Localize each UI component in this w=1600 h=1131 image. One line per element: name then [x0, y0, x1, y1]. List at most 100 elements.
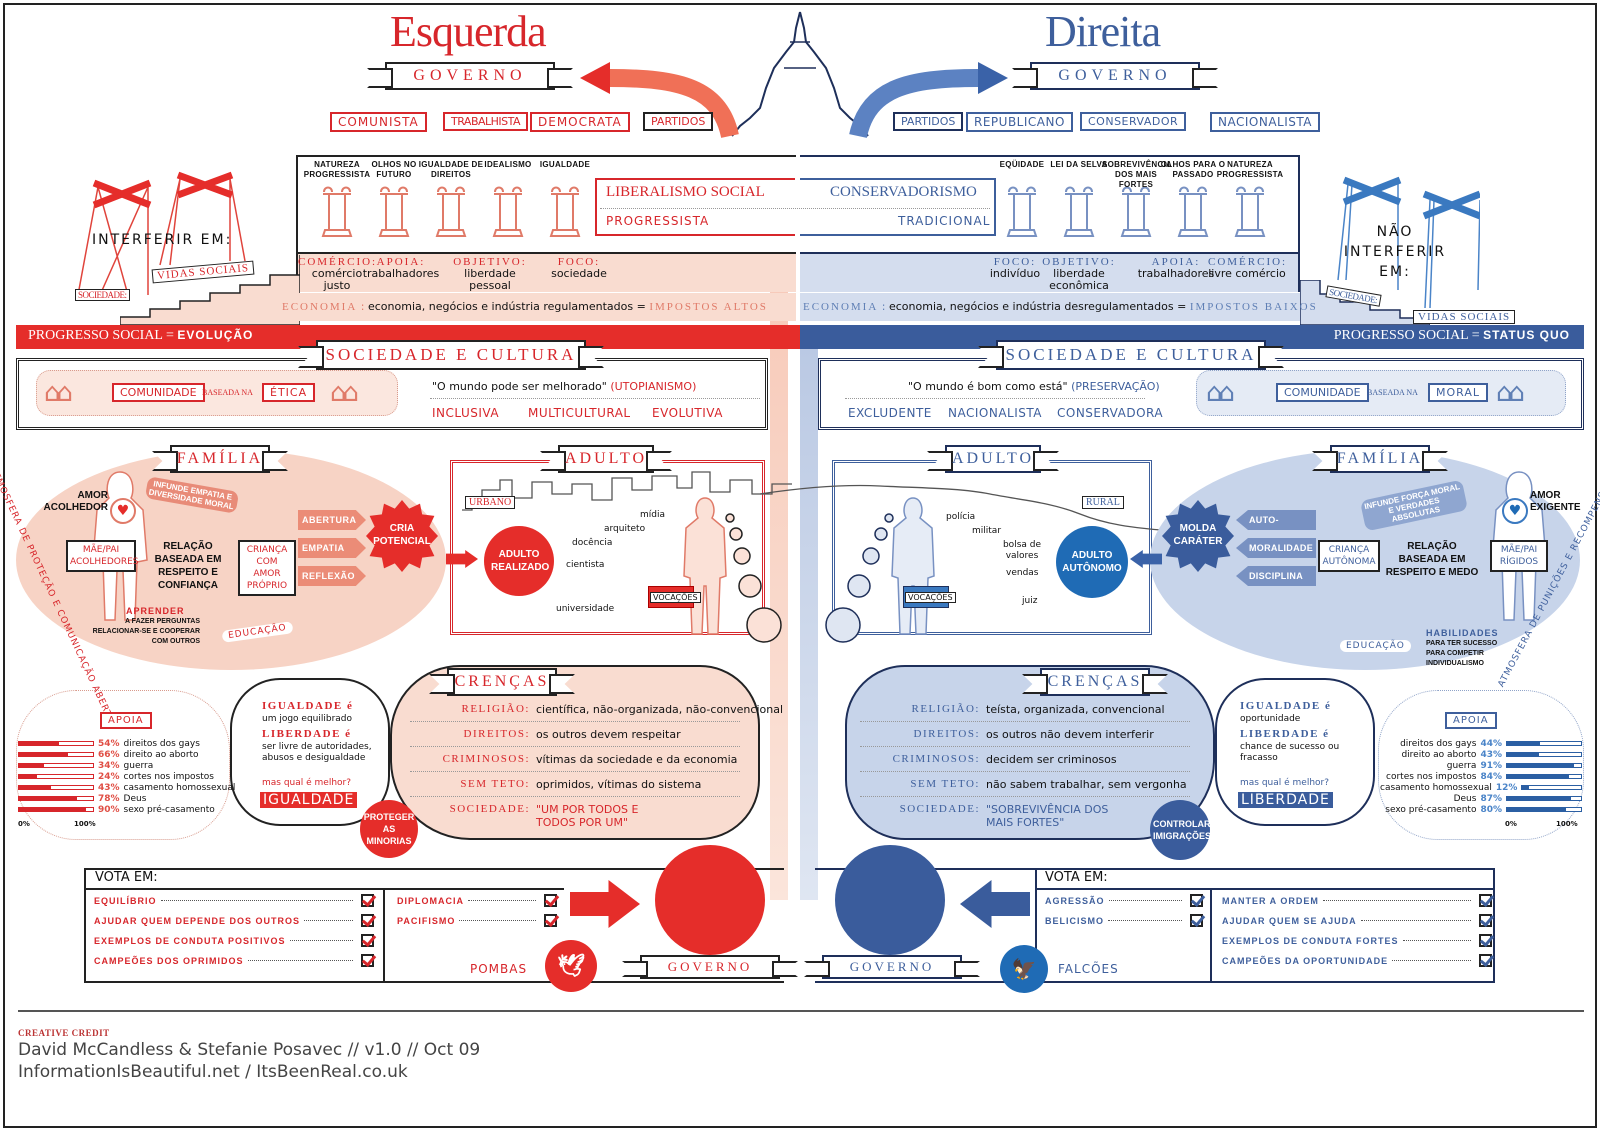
right-bird-label: FALCÕES [1058, 962, 1119, 976]
left-vote-label: CAMPEÕES DOS OPRIMIDOS [94, 955, 244, 966]
left-belief-row: CRIMINOSOS:vítimas da sociedade e da eco… [420, 753, 738, 766]
left-interfere-label: INTERFERIR EM: [92, 232, 233, 248]
right-vote-checkbox [1479, 954, 1492, 967]
left-support-bar-track [18, 807, 94, 812]
right-vote-item: BELICISMO [1045, 914, 1203, 927]
left-belief-row: SEM TETO:oprimidos, vítimas do sistema [420, 778, 701, 791]
right-vote-label: BELICISMO [1045, 915, 1105, 926]
left-lib-val: ser livre de autoridades, abusos e desig… [262, 742, 372, 763]
left-support-pct: 34% [98, 760, 120, 771]
right-family-arrow: MORALIDADE [1236, 538, 1316, 558]
left-adult-result-text: ADULTO REALIZADO [491, 549, 550, 573]
left-society-trait-3: EVOLUTIVA [652, 406, 723, 420]
right-trait: COMÉRCIO:livre comércio [1208, 256, 1286, 280]
left-trait-key: FOCO: [557, 256, 601, 268]
right-belief-key: SOCIEDADE: [899, 803, 980, 815]
right-quote-divider [845, 398, 1145, 399]
left-eq-key: IGUALDADE é [262, 700, 354, 712]
left-partidos-label: PARTIDOS [643, 112, 714, 131]
right-vote-title: VOTA EM: [1045, 870, 1108, 885]
right-traits-band [800, 252, 1300, 292]
left-support-row: 90%sexo pré-casamento [18, 805, 215, 815]
left-center-band [770, 260, 788, 900]
left-pillar-label: OLHOS NO FUTURO [371, 160, 417, 179]
left-trait: COMÉRCIO:comércio justo [298, 256, 376, 292]
right-pillar-icon [1062, 186, 1096, 238]
right-belief-row: SOCIEDADE:"SOBREVIVÊNCIA DOS MAIS FORTES… [870, 803, 1126, 829]
right-vote-dots [1392, 960, 1471, 961]
left-economy-key: ECONOMIA [282, 301, 358, 313]
left-vote-checkbox [361, 914, 374, 927]
right-belief-row: DIREITOS:os outros não devem interferir [870, 728, 1154, 741]
left-belief-row: SOCIEDADE:"UM POR TODOS E TODOS POR UM" [420, 803, 676, 829]
left-support-bar-fill [19, 775, 37, 778]
right-beliefs-badge-text: CONTROLAR IMIGRAÇÕES [1153, 819, 1212, 841]
left-trait-key: APOIA: [376, 256, 426, 268]
left-pillar-icon [377, 186, 411, 238]
left-support-pct: 43% [98, 782, 120, 793]
right-belief-value: decidem ser criminosos [986, 753, 1117, 766]
right-community: COMUNIDADE [1276, 383, 1369, 402]
right-education: EDUCAÇÃO [1340, 640, 1411, 652]
right-interfere-label: NÃO INTERFERIR EM: [1343, 224, 1447, 280]
right-support-pct: 84% [1480, 771, 1502, 782]
right-belief-divider [860, 746, 1190, 747]
right-family-arrow: DISCIPLINA [1236, 566, 1316, 586]
right-family-ribbon: FAMÍLIA [1330, 445, 1430, 473]
right-support-bar-track [1506, 807, 1582, 812]
right-society-trait-2: NACIONALISTA [948, 406, 1042, 420]
left-pillar-label: NATUREZA PROGRESSISTA [303, 160, 371, 179]
right-trait: OBJETIVO:liberdade econômica [1040, 256, 1118, 292]
right-question: mas qual é melhor? [1240, 778, 1330, 788]
left-quote-text: "O mundo pode ser melhorado" [432, 380, 607, 393]
right-trait: APOIA:trabalhadores [1130, 256, 1222, 280]
left-vote-dots [289, 940, 353, 941]
right-beliefs-cloud [845, 665, 1215, 840]
left-vocation-3: docência [572, 538, 613, 548]
right-thought-bubbles [825, 513, 894, 643]
left-support-bar-fill [19, 797, 77, 800]
left-ideology-box [595, 178, 795, 236]
right-pillar-label: OLHOS PARA O PASSADO [1160, 160, 1226, 179]
right-economy-colon: : [881, 300, 889, 313]
left-belief-row: RELIGIÃO:científica, não-organizada, não… [420, 703, 784, 716]
right-setting: RURAL [1082, 496, 1124, 509]
footer-divider [18, 1010, 1584, 1012]
dove-icon: 🕊 [545, 940, 597, 992]
right-vote-dots [1108, 920, 1182, 921]
left-vocation-1: mídia [640, 510, 665, 520]
left-belief-key: DIREITOS: [463, 728, 530, 740]
right-governo-dome [835, 845, 945, 955]
right-society-trait-1: EXCLUDENTE [848, 406, 932, 420]
right-support-bar-fill [1507, 764, 1575, 767]
left-stairs [120, 255, 300, 325]
right-parent: MÃE/PAI RÍGIDOS [1490, 540, 1548, 572]
right-trait-value: indivíduo [989, 267, 1041, 280]
left-support-bar-track [18, 785, 94, 790]
left-quote: "O mundo pode ser melhorado" (UTOPIANISM… [432, 380, 696, 393]
right-ideology-sub: TRADICIONAL [898, 214, 991, 228]
right-belief-divider [860, 771, 1190, 772]
left-support-row: 66%direito ao aborto [18, 750, 199, 760]
right-vote-label: AJUDAR QUEM SE AJUDA [1222, 915, 1357, 926]
left-support-bar-fill [19, 808, 86, 811]
left-economy-result: IMPOSTOS ALTOS [649, 301, 768, 313]
left-belief-key: RELIGIÃO: [461, 703, 530, 715]
right-governo-ribbon: GOVERNO [1030, 62, 1200, 90]
right-crossed-strings-icon [1337, 176, 1480, 309]
right-belief-key: RELIGIÃO: [911, 703, 980, 715]
right-axis-min: 0% [1505, 820, 1517, 828]
right-belief-row: SEM TETO:não sabem trabalhar, sem vergon… [870, 778, 1186, 791]
right-support-bar-track [1506, 752, 1582, 757]
left-trait-key: OBJETIVO: [453, 256, 527, 268]
right-title: Direita [1045, 7, 1161, 56]
left-belief-value: os outros devem respeitar [536, 728, 681, 741]
right-trait-key: APOIA: [1151, 256, 1201, 268]
right-economy-band [800, 293, 1320, 321]
left-governo-dome [655, 845, 765, 955]
right-arrow-to-governo [849, 62, 1008, 138]
left-support-pct: 54% [98, 738, 120, 749]
infographic-frame [3, 3, 1597, 1128]
